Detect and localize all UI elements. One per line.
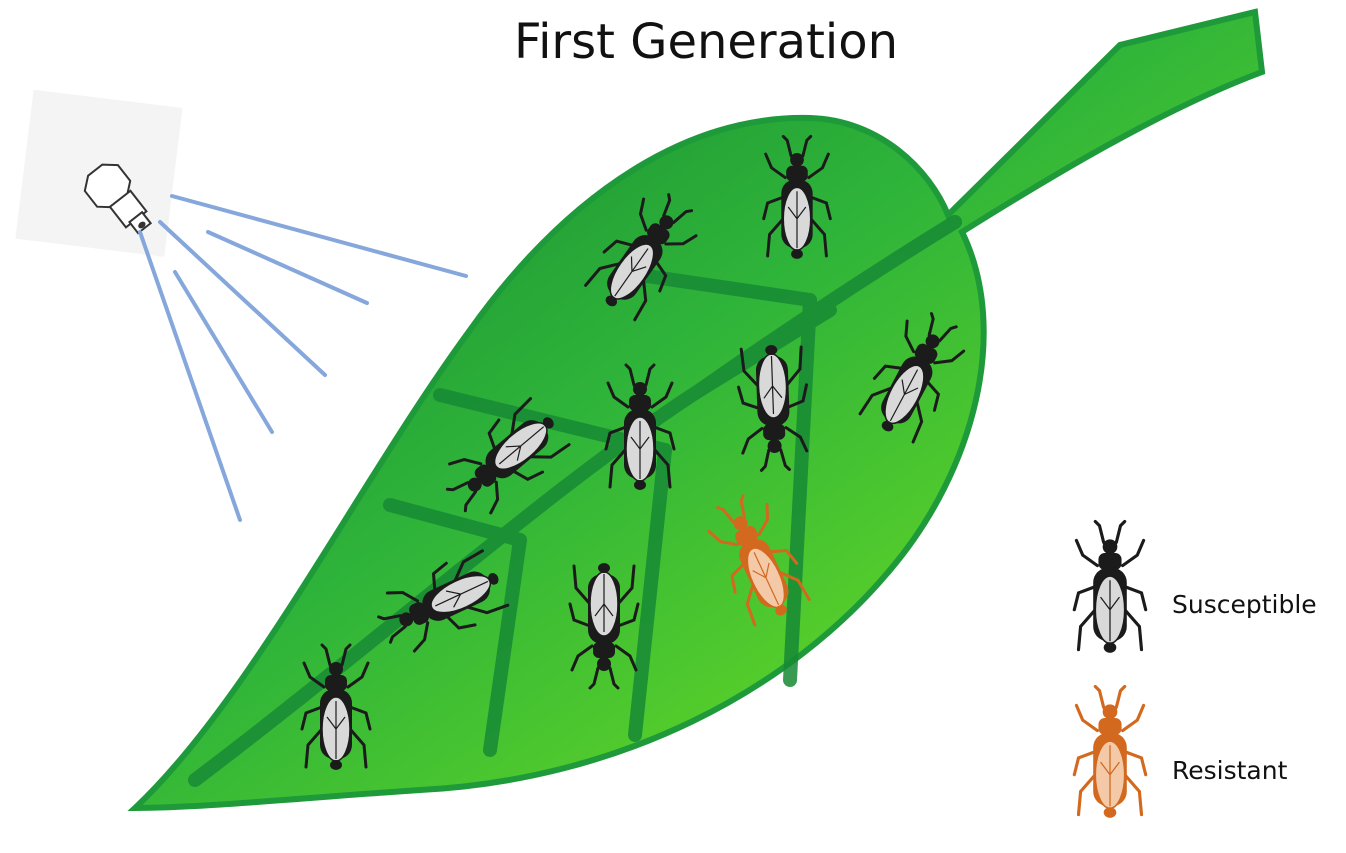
legend-susceptible-label: Susceptible (1172, 590, 1317, 619)
legend-resistant-label: Resistant (1172, 756, 1287, 785)
legend-susceptible-bug-icon (1074, 522, 1145, 653)
legend-resistant-bug-icon (1074, 687, 1145, 818)
diagram-title: First Generation (0, 14, 1346, 70)
leaf-icon (135, 12, 1262, 808)
